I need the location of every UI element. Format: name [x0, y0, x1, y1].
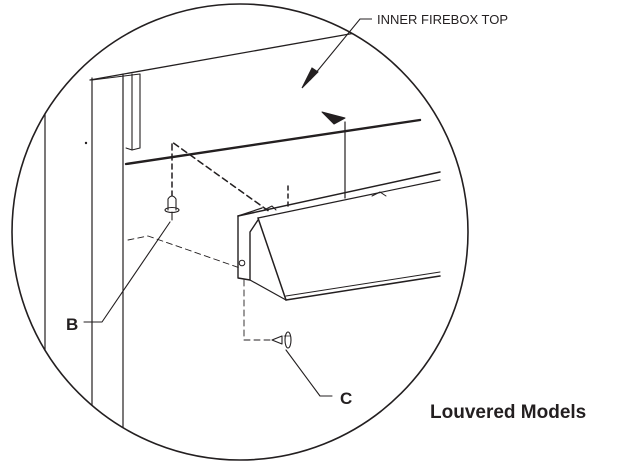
screw-b: [164, 195, 180, 221]
mounting-arrow-head: [321, 111, 346, 125]
louver-screw-hole: [238, 259, 246, 267]
label-part-c: C: [340, 389, 352, 408]
leader-b: [83, 221, 171, 323]
louver-bottom-inner-edge: [285, 271, 441, 297]
leader-c: [285, 349, 333, 397]
screw-c: [271, 331, 292, 349]
louver-tab: [263, 205, 277, 211]
louver-tab: [371, 191, 387, 197]
panel-line: [91, 73, 141, 81]
leader-firebox-arrow-head: [301, 67, 319, 89]
louver-bottom-edge: [285, 275, 441, 301]
firebox-top-front-edge: [124, 118, 422, 166]
alignment-dash-screw-c: [243, 279, 273, 341]
louver-fold: [257, 179, 441, 219]
louver-top-face: [237, 171, 441, 217]
leader-firebox-top: [309, 18, 372, 81]
detail-circle: [11, 3, 469, 461]
louver-side-bracket: [237, 215, 259, 281]
label-part-b: B: [66, 315, 78, 334]
louver-back-edge: [237, 207, 263, 217]
label-inner-firebox-top: INNER FIREBOX TOP: [377, 12, 508, 27]
caption-louvered-models: Louvered Models: [430, 402, 586, 423]
louver-side-lower: [249, 279, 287, 301]
screw-hole: [84, 141, 88, 145]
detail-contents: [44, 4, 441, 460]
alignment-dash-upper: [171, 141, 271, 213]
firebox-top-edge: [89, 17, 441, 81]
louver-front-face: [257, 217, 287, 301]
panel-notch: [125, 147, 141, 151]
alignment-dash-lower: [127, 235, 241, 269]
